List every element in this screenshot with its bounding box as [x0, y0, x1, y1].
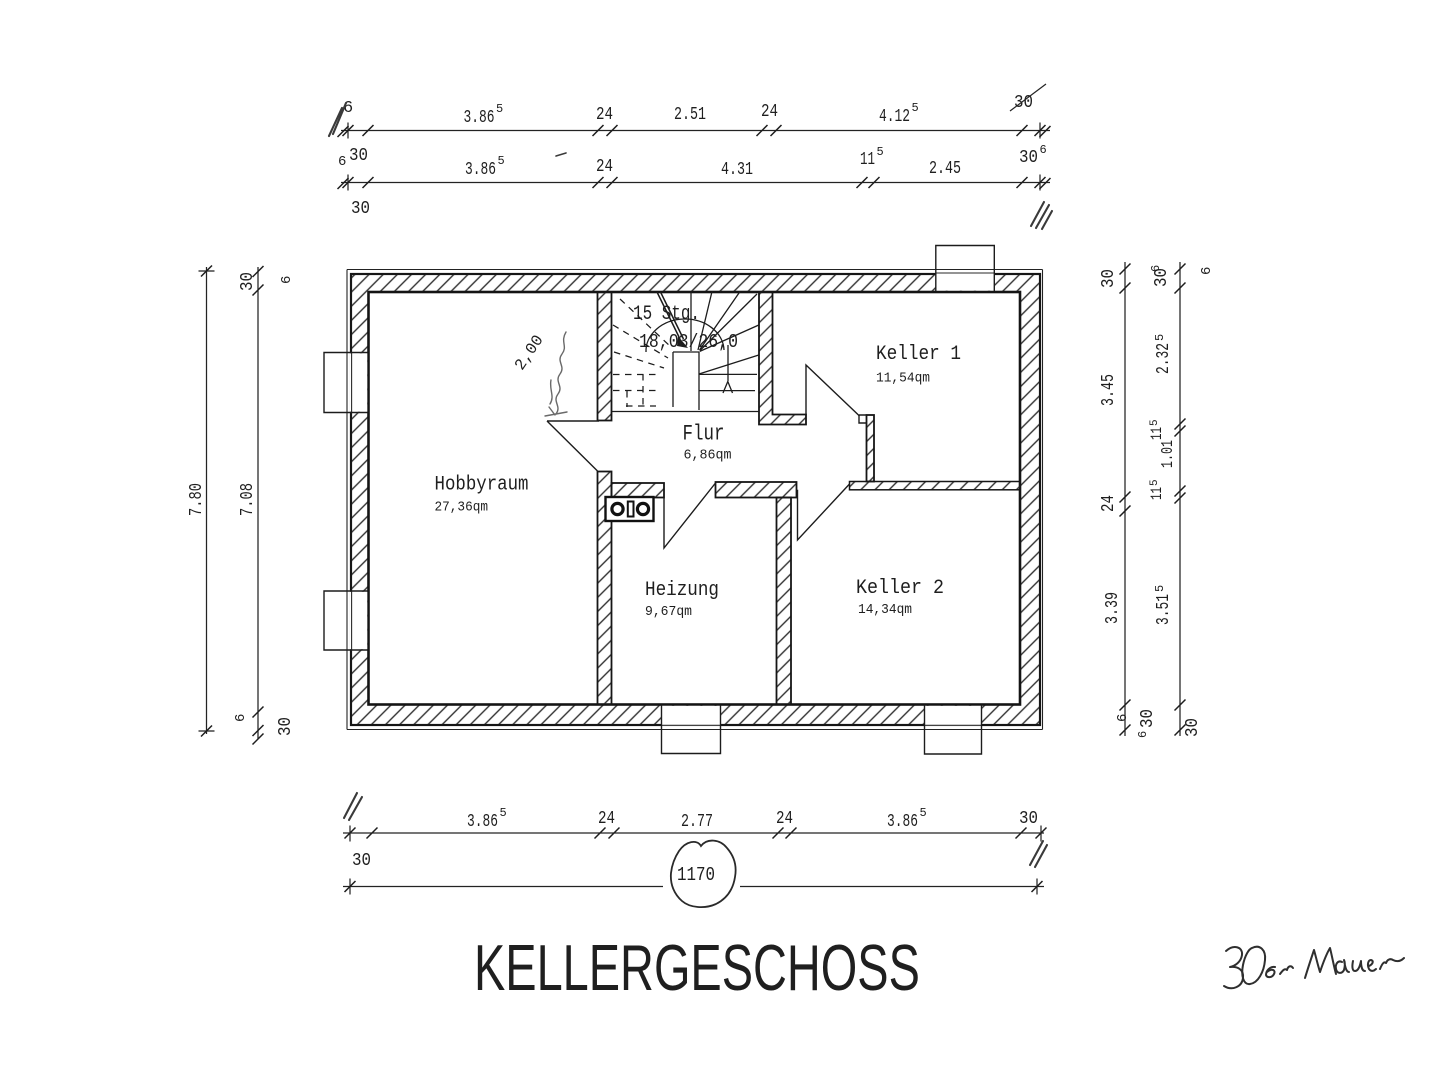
svg-text:6: 6 [1136, 731, 1150, 738]
svg-text:5: 5 [920, 806, 927, 820]
svg-text:3.86: 3.86 [887, 811, 918, 832]
svg-text:5: 5 [1153, 334, 1167, 341]
svg-text:6: 6 [1115, 714, 1131, 722]
svg-text:5: 5 [498, 154, 505, 168]
svg-text:2.51: 2.51 [674, 104, 706, 125]
svg-text:11,54qm: 11,54qm [876, 371, 930, 387]
svg-text:27,36qm: 27,36qm [435, 500, 489, 516]
svg-text:30: 30 [1182, 718, 1203, 737]
svg-text:24: 24 [761, 101, 778, 122]
svg-text:6: 6 [233, 714, 249, 722]
svg-text:5: 5 [1153, 585, 1167, 592]
svg-text:5: 5 [912, 101, 919, 115]
svg-text:Keller 1: Keller 1 [876, 343, 961, 366]
svg-text:24: 24 [598, 808, 615, 829]
svg-text:2.32: 2.32 [1153, 343, 1174, 374]
svg-text:5: 5 [1149, 479, 1161, 486]
svg-text:7.08: 7.08 [237, 483, 258, 516]
svg-text:24: 24 [1098, 495, 1119, 512]
svg-text:3.51: 3.51 [1153, 594, 1174, 625]
svg-text:2.77: 2.77 [681, 811, 713, 832]
svg-text:2.45: 2.45 [929, 158, 961, 179]
svg-text:14,34qm: 14,34qm [858, 602, 912, 618]
svg-text:30: 30 [237, 272, 258, 291]
svg-text:1.01: 1.01 [1159, 440, 1178, 468]
svg-text:24: 24 [596, 156, 613, 177]
svg-text:7.80: 7.80 [186, 483, 207, 516]
svg-text:1170: 1170 [677, 864, 715, 886]
svg-text:3.86: 3.86 [467, 811, 498, 832]
svg-text:3.86: 3.86 [465, 159, 496, 180]
svg-text:3.39: 3.39 [1102, 592, 1123, 624]
svg-text:30: 30 [352, 850, 371, 871]
svg-text:30: 30 [1098, 269, 1119, 288]
svg-text:11: 11 [860, 149, 875, 170]
svg-text:30: 30 [1151, 268, 1172, 287]
svg-text:11: 11 [1148, 487, 1166, 500]
svg-text:Flur: Flur [683, 422, 725, 447]
svg-text:6: 6 [338, 154, 346, 170]
svg-text:5: 5 [500, 806, 507, 820]
svg-text:6: 6 [279, 276, 295, 284]
svg-text:Hobbyraum: Hobbyraum [435, 474, 529, 497]
svg-text:6: 6 [1040, 143, 1047, 157]
svg-text:30: 30 [1019, 147, 1038, 168]
svg-text:6: 6 [1149, 265, 1163, 272]
svg-text:30: 30 [351, 198, 370, 219]
svg-text:15 Stg.: 15 Stg. [633, 303, 700, 326]
svg-text:6: 6 [1199, 267, 1215, 275]
svg-text:3.86: 3.86 [464, 107, 495, 128]
svg-text:Keller 2: Keller 2 [856, 577, 944, 600]
svg-text:5: 5 [496, 102, 503, 116]
svg-text:11: 11 [1148, 427, 1166, 440]
svg-text:18,03/26,0: 18,03/26,0 [639, 331, 738, 353]
svg-text:30: 30 [349, 145, 368, 166]
svg-text:30: 30 [275, 717, 296, 736]
svg-text:4.12: 4.12 [879, 106, 910, 127]
svg-text:30: 30 [1019, 808, 1038, 829]
svg-text:4.31: 4.31 [721, 159, 753, 180]
svg-text:KELLERGESCHOSS: KELLERGESCHOSS [474, 933, 920, 1005]
svg-text:6,86qm: 6,86qm [684, 448, 732, 464]
svg-text:5: 5 [1149, 419, 1161, 426]
svg-text:9,67qm: 9,67qm [645, 604, 692, 620]
svg-text:5: 5 [877, 145, 884, 159]
svg-text:Heizung: Heizung [645, 579, 719, 602]
svg-text:30: 30 [1137, 709, 1158, 728]
svg-text:24: 24 [596, 104, 613, 125]
svg-text:3.45: 3.45 [1098, 374, 1119, 406]
svg-text:24: 24 [776, 808, 793, 829]
svg-text:6: 6 [343, 99, 353, 118]
